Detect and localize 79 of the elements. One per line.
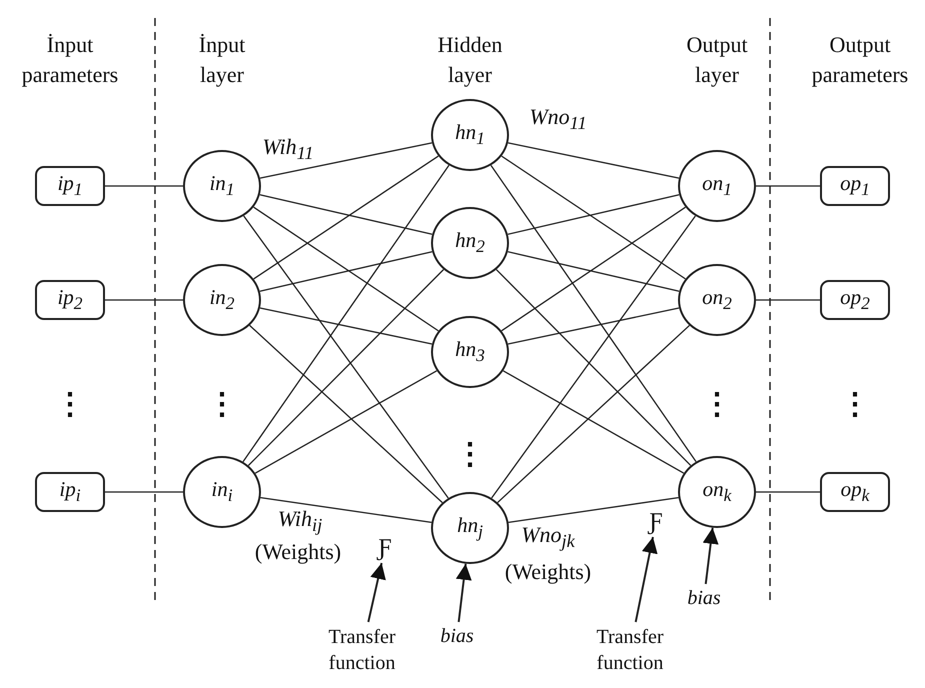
- connection-line: [508, 496, 679, 524]
- node-label: hn$_{3}$: [455, 337, 485, 367]
- weight-label: Wno$_{11}$: [529, 102, 587, 136]
- node-label: ip$_{1}$: [57, 171, 83, 201]
- connection-line: [756, 491, 820, 493]
- parameter-box: [35, 280, 105, 320]
- column-header: İnput layer: [198, 31, 246, 89]
- connection-line: [497, 324, 690, 504]
- connection-line: [508, 194, 680, 235]
- node-label: on$_{1}$: [702, 171, 732, 201]
- annotation-text: bias: [440, 624, 474, 649]
- parameter-box: [35, 166, 105, 206]
- connection-line: [756, 185, 820, 187]
- annotation-text: bias: [687, 586, 721, 611]
- connection-line: [260, 307, 432, 345]
- connection-line: [501, 156, 686, 280]
- connection-line: [249, 324, 443, 504]
- arrow: [367, 562, 386, 622]
- function-symbol: Ƒ: [649, 509, 663, 535]
- function-symbol: Ƒ: [378, 535, 392, 561]
- connection-line: [508, 307, 680, 345]
- arrow: [634, 536, 658, 622]
- connection-line: [253, 206, 439, 332]
- connection-line: [253, 156, 439, 280]
- node-label: on$_{2}$: [702, 285, 732, 315]
- column-header: Output parameters: [810, 31, 910, 89]
- neuron-circle: [431, 99, 509, 171]
- connection-line: [105, 185, 183, 187]
- node-label: op$_{k}$: [840, 477, 870, 507]
- column-header: Output layer: [685, 31, 749, 89]
- connection-line: [105, 299, 183, 301]
- connection-line: [260, 251, 432, 292]
- arrow: [702, 528, 719, 584]
- connection-line: [105, 491, 183, 493]
- node-label: hn$_{j}$: [457, 513, 483, 543]
- connection-line: [491, 216, 696, 498]
- annotation-text: Transfer function: [327, 625, 397, 676]
- node-label: ip$_{2}$: [57, 285, 83, 315]
- column-header: İnput parameters: [20, 31, 120, 89]
- ellipsis: ⋮: [455, 440, 485, 470]
- ellipsis: ⋮: [702, 390, 732, 420]
- node-label: in$_{i}$: [211, 477, 233, 507]
- node-label: hn$_{1}$: [455, 120, 485, 150]
- ellipsis: ⋮: [840, 390, 870, 420]
- connection-line: [490, 164, 697, 462]
- node-label: hn$_{2}$: [455, 228, 485, 258]
- ellipsis: ⋮: [55, 390, 85, 420]
- weight-label: Wih$_{ij}$: [278, 504, 322, 538]
- connection-line: [248, 269, 444, 466]
- ellipsis: ⋮: [207, 390, 237, 420]
- parameter-box: [35, 472, 105, 512]
- parameter-box: [820, 166, 890, 206]
- annotation-text: Transfer function: [595, 625, 665, 676]
- node-label: op$_{2}$: [840, 285, 870, 315]
- parameter-box: [820, 280, 890, 320]
- connection-line: [756, 299, 820, 301]
- connection-line: [260, 142, 432, 179]
- weight-label: Wno$_{jk}$: [521, 520, 575, 554]
- parameter-box: [820, 472, 890, 512]
- connection-line: [260, 194, 432, 235]
- connection-line: [508, 142, 680, 179]
- weight-label: (Weights): [504, 558, 592, 586]
- connection-line: [502, 370, 684, 474]
- connection-line: [496, 269, 692, 466]
- column-header: Hidden layer: [436, 31, 504, 89]
- weight-label: Wih$_{11}$: [262, 132, 314, 166]
- node-label: on$_{k}$: [702, 477, 732, 507]
- node-label: in$_{1}$: [209, 171, 235, 201]
- connection-line: [243, 216, 449, 498]
- connection-line: [501, 206, 686, 332]
- connection-line: [254, 370, 438, 474]
- connection-line: [508, 251, 680, 292]
- connection-line: [242, 164, 450, 462]
- weight-label: (Weights): [254, 538, 342, 566]
- node-label: op$_{1}$: [840, 171, 870, 201]
- arrow: [456, 564, 472, 622]
- node-label: in$_{2}$: [209, 285, 235, 315]
- connection-line: [260, 496, 432, 524]
- node-label: ip$_{i}$: [59, 477, 81, 507]
